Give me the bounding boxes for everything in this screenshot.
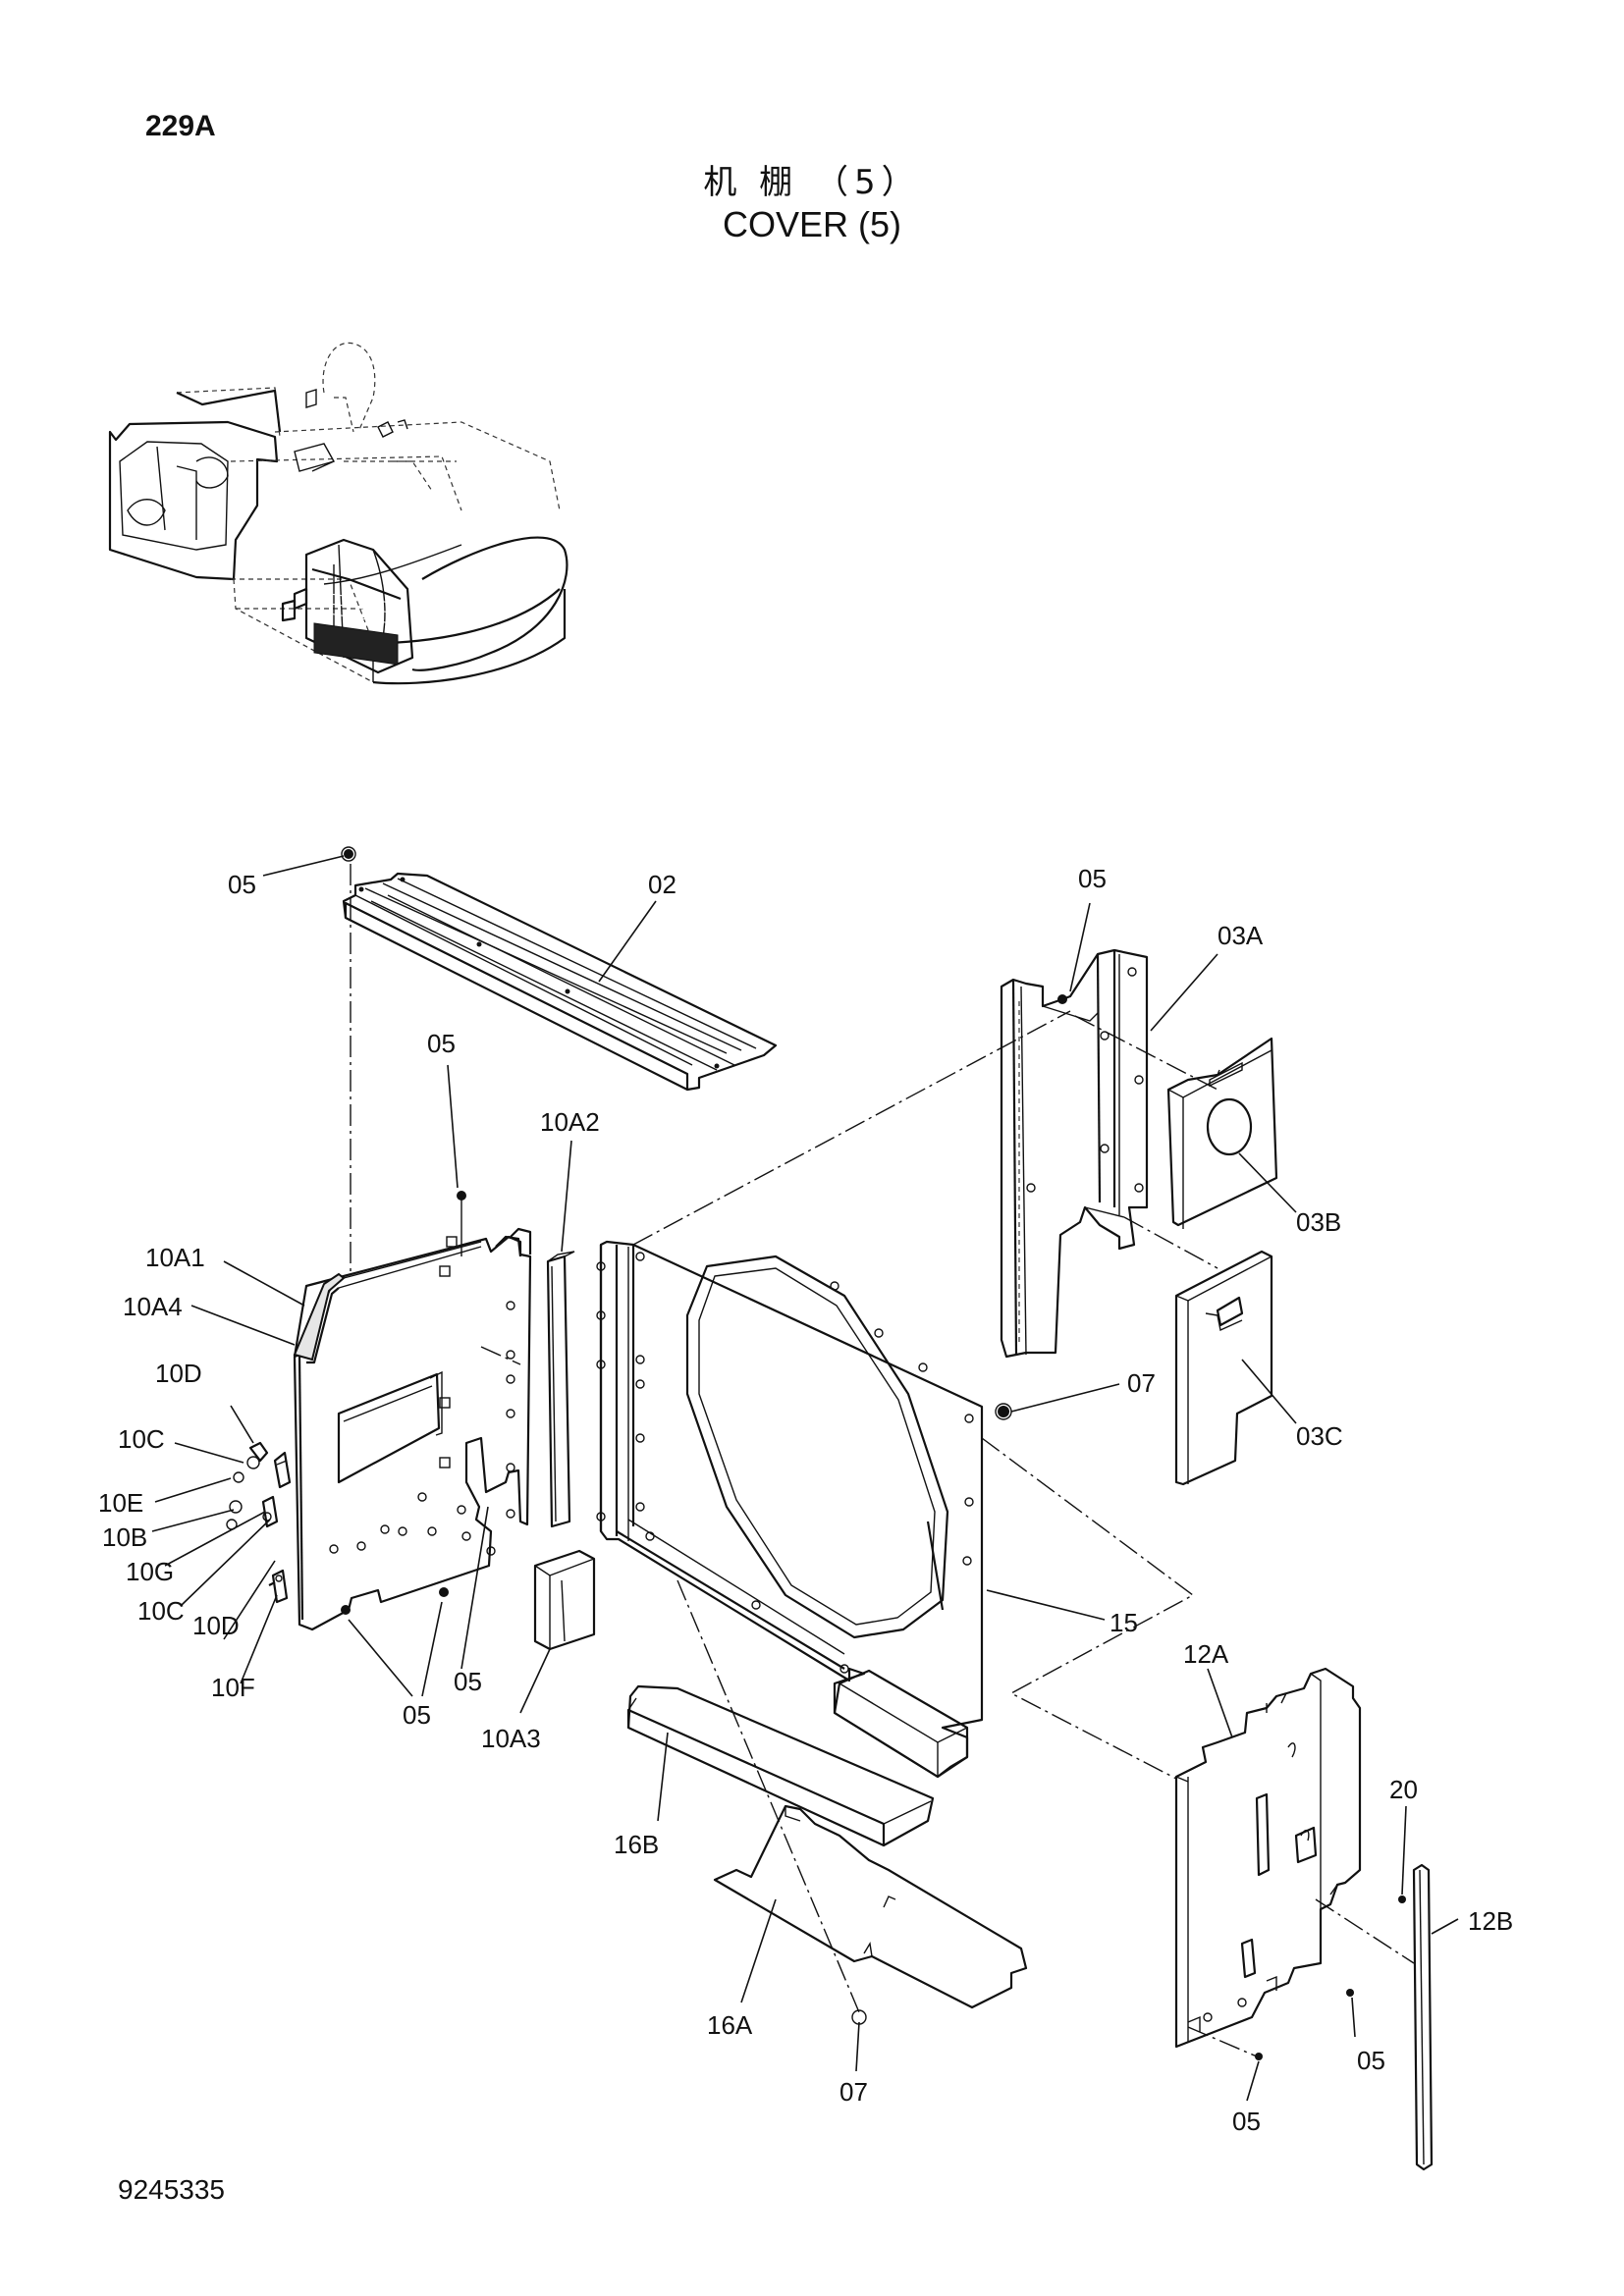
callout-05: 05 [454,1667,482,1696]
callout-07: 07 [1127,1368,1156,1398]
callout-10A3: 10A3 [481,1724,541,1753]
callout-05: 05 [1357,2046,1385,2075]
part-02-top-bar [342,872,778,1092]
callout-05: 05 [427,1029,456,1058]
callout-16A: 16A [707,2010,753,2040]
callout-10F: 10F [211,1673,255,1702]
callout-16B: 16B [614,1830,659,1859]
callout-10D: 10D [192,1611,240,1640]
callout-10G: 10G [126,1557,174,1586]
part-16A-lower-plate [713,1804,1028,2009]
title-english: COVER (5) [722,204,902,244]
callout-12B: 12B [1468,1906,1513,1936]
part-10A1-left-panel [293,1191,532,1631]
callout-05: 05 [403,1700,431,1730]
callout-labels: 05 02 05 03A 03B 03C 05 10A2 10A1 10A4 1… [98,864,1513,2136]
callout-10A4: 10A4 [123,1292,183,1321]
callout-10C: 10C [118,1424,165,1454]
part-16B-lower-seal [626,1684,935,1847]
part-12B-strip [1412,1863,1434,2171]
part-03A-upright-bracket [1000,948,1149,1359]
callout-05: 05 [1232,2107,1261,2136]
document-number: 9245335 [118,2174,226,2205]
part-03B-block [1166,1037,1278,1229]
callout-10A1: 10A1 [145,1243,205,1272]
callout-05: 05 [228,870,256,899]
callout-10E: 10E [98,1488,143,1518]
callout-03C: 03C [1296,1421,1343,1451]
callout-15: 15 [1110,1608,1138,1637]
assembly-lines [350,864,1415,2057]
callout-10C: 10C [137,1596,185,1626]
callout-03A: 03A [1218,921,1264,950]
hardware-10-series [226,1441,292,1604]
callout-20: 20 [1389,1775,1418,1804]
part-10A3-block [533,1549,596,1651]
callout-10B: 10B [102,1522,147,1552]
part-12A-right-panel [1174,1667,1362,2049]
part-03C-bracket-plate [1174,1250,1273,1486]
page-code: 229A [145,110,216,142]
callout-05: 05 [1078,864,1107,893]
radiator-core-icon [313,591,399,666]
part-10A2-seal-strip [546,1251,575,1528]
callout-10A2: 10A2 [540,1107,600,1137]
callout-03B: 03B [1296,1207,1341,1237]
callout-10D: 10D [155,1359,202,1388]
fasteners [341,846,1406,2060]
leader-lines [151,855,1459,2102]
title-chinese: 机 棚 （5） [703,163,921,202]
callout-07: 07 [839,2077,868,2107]
callout-12A: 12A [1183,1639,1229,1669]
part-15-fan-shroud [596,1240,984,1779]
callout-02: 02 [648,870,677,899]
excavator-overview-icon [108,342,568,685]
